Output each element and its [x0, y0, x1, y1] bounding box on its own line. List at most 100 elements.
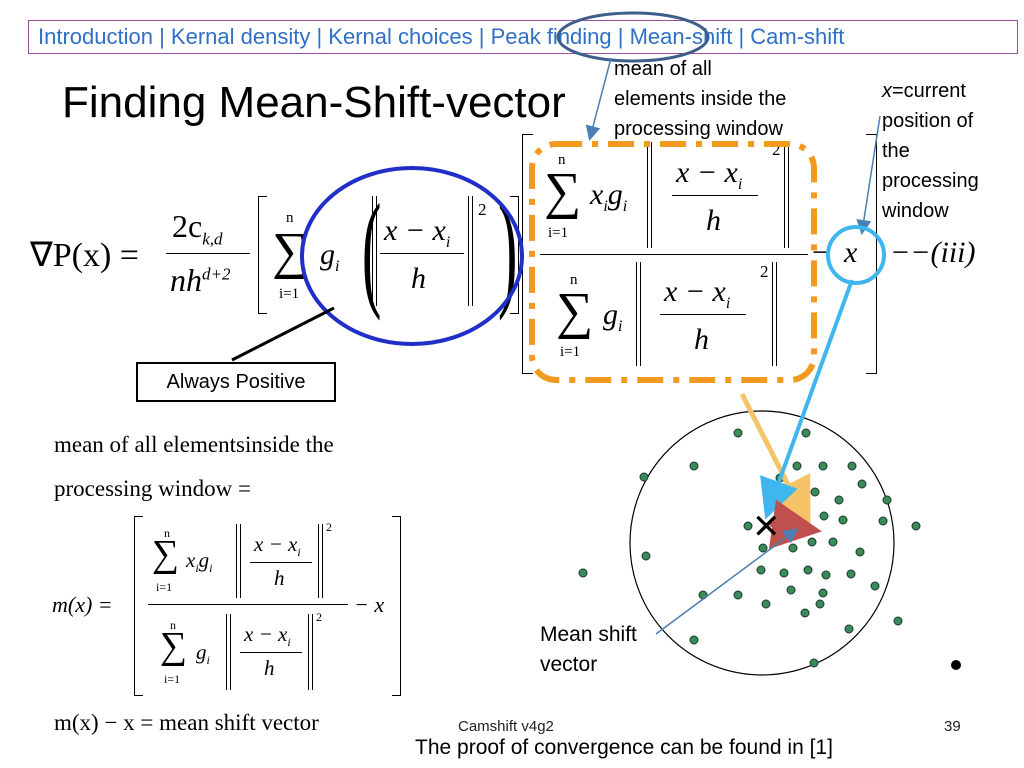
nav-highlight-ellipse [556, 11, 710, 63]
eq-power: 2 [760, 262, 769, 281]
callout-var: x [882, 80, 892, 102]
equation-main: ∇P(x) = 2ck,d nhd+2 n ∑ i=1 gi ( x − xi … [30, 134, 976, 374]
current-position-marker: ✕ [752, 507, 781, 547]
eq-g: g [320, 238, 335, 271]
proof-reference: The proof of convergence can be found in… [415, 736, 833, 759]
eq-frac-num-sub: i [445, 234, 451, 251]
eq-frac-bar [672, 195, 758, 196]
slide-title: Finding Mean-Shift-vector [62, 78, 566, 127]
data-point [733, 428, 743, 438]
eq-power: 2 [772, 140, 781, 159]
data-point [834, 495, 844, 505]
nav-separator: | [310, 24, 329, 49]
eq-lhs: ∇P(x) = [30, 237, 139, 274]
data-point [779, 568, 789, 578]
highlight-dashed-box [529, 141, 817, 383]
nav-item-kernal-density[interactable]: Kernal density [170, 24, 311, 49]
eq-frac-den: h [411, 262, 426, 295]
highlight-ellipse-g [300, 166, 524, 346]
data-point [855, 547, 865, 557]
eq-norm-left [647, 142, 652, 248]
eq-frac-den: h [694, 323, 709, 356]
nav-separator: | [472, 24, 491, 49]
nav-separator: | [611, 24, 630, 49]
always-positive-label: Always Positive [136, 362, 336, 402]
mean-shift-label-line: Mean shift [540, 623, 637, 646]
eq-g-sub: i [335, 258, 340, 275]
data-point [809, 658, 819, 668]
data-point [810, 487, 820, 497]
callout-line: =current [892, 80, 966, 102]
eq-frac-num: x − x [676, 156, 738, 189]
callout-line: the [882, 140, 910, 162]
data-point [792, 461, 802, 471]
data-point [758, 543, 768, 553]
highlight-circle-x [826, 225, 886, 285]
data-point [846, 569, 856, 579]
eq-norm-right [468, 196, 473, 306]
eq-sum-bot: i=1 [548, 225, 569, 241]
eq-tag: −−(iii) [890, 236, 976, 269]
nav-item-introduction[interactable]: Introduction [38, 24, 153, 49]
eq-frac-num-sub: i [737, 176, 743, 193]
eq-norm-left [636, 262, 641, 366]
data-point [689, 635, 699, 645]
callout-pointer-mean [585, 57, 612, 141]
callout-line: window [882, 200, 949, 222]
outlier-point [951, 660, 961, 670]
mean-shift-label: Mean shift vector [540, 620, 637, 680]
nav-item-peak-finding[interactable]: Peak finding [490, 24, 612, 49]
callout-mean-window: mean of all elements inside the processi… [614, 54, 786, 144]
data-point [743, 521, 753, 531]
data-point [818, 588, 828, 598]
eq-xi-sub: i [603, 198, 608, 215]
eq-frac-num: x − x [664, 275, 726, 308]
data-point [803, 565, 813, 575]
data-point [882, 495, 892, 505]
data-point [788, 543, 798, 553]
callout-line: processing window [614, 118, 783, 140]
data-point [847, 461, 857, 471]
eq-bracket-left [258, 196, 267, 314]
data-point [779, 511, 789, 521]
nav-breadcrumb: Introduction | Kernal density | Kernal c… [28, 20, 1018, 54]
mean-shift-label-line: vector [540, 653, 598, 676]
eq-frac-bar [380, 253, 464, 254]
eq-g-sub: i [618, 318, 623, 335]
eq-xi: x [590, 178, 604, 211]
nav-item-cam-shift[interactable]: Cam-shift [750, 24, 845, 49]
eq-sum-bot: i=1 [279, 286, 300, 302]
eq-sum: ∑ [556, 283, 594, 340]
arrow-cyan [760, 279, 854, 520]
eq-sum: ∑ [544, 163, 582, 220]
data-point [815, 599, 825, 609]
eq-frac-num-sub: i [725, 295, 731, 312]
eq-norm-right [772, 262, 777, 366]
page-number: 39 [944, 718, 961, 735]
nav-item-kernal-choices[interactable]: Kernal choices [328, 24, 473, 49]
eq-frac-num: x − x [384, 214, 446, 247]
callout-line: position of [882, 110, 974, 132]
mean-shift-arrow [768, 499, 822, 550]
data-point [911, 521, 921, 531]
eq-sum-top: n [286, 210, 294, 226]
nav-item-mean-shift[interactable]: Mean-shift [629, 24, 733, 49]
eq-sum-bot: i=1 [560, 344, 581, 360]
eq-frac-den: h [706, 204, 721, 237]
nav-separator: | [732, 24, 751, 49]
data-point [641, 551, 651, 561]
definition-line-2: processing window = [54, 476, 251, 501]
definition-line-1: mean of all elementsinside the [54, 432, 334, 457]
eq-power: 2 [478, 200, 487, 219]
callout-current-position: x=current position of the processing win… [882, 76, 979, 226]
data-point [818, 461, 828, 471]
data-point [689, 461, 699, 471]
eq-main-frac-bar [540, 254, 808, 255]
mean-shift-label-pointer [655, 528, 799, 635]
callout-line: processing [882, 170, 979, 192]
eq-norm-right [784, 142, 789, 248]
eq-g: g [603, 298, 618, 331]
data-point [819, 511, 829, 521]
data-point [800, 608, 810, 618]
